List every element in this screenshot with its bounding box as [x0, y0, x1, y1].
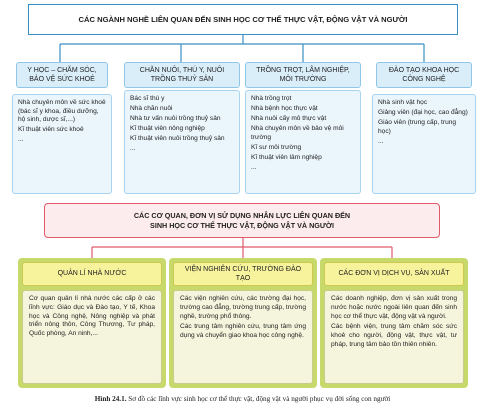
list-item: Nhà chuyên môn về bảo vệ môi trường: [251, 125, 344, 141]
figure-caption-label: Hình 24.1.: [94, 395, 127, 403]
list-item: Các viện nghiên cứu, các trường đại học,…: [180, 295, 306, 320]
list-item: Nhà chăn nuôi: [130, 105, 173, 113]
list-item: Kĩ thuật viên sức khoẻ: [18, 126, 84, 134]
category-livestock-list: Bác sĩ thú y Nhà chăn nuôi Nhà tư vấn nu…: [124, 90, 240, 194]
org-research-title: VIỆN NGHIÊN CỨU, TRƯỜNG ĐÀO TẠO: [173, 262, 313, 286]
category-cultivation-list: Nhà trồng trọt Nhà bệnh học thực vật Nhà…: [245, 90, 361, 194]
category-education-title: ĐÀO TẠO KHOA HỌC CÔNG NGHỆ: [376, 62, 472, 88]
list-item: Các doanh nghiệp, đơn vị sản xuất trong …: [331, 295, 457, 320]
list-item: Kĩ thuật viên nuôi trồng thuỷ sản: [130, 135, 225, 143]
list-item: Các bệnh viện, trung tâm chăm sóc sức kh…: [331, 323, 457, 348]
list-item: Các trung tâm nghiên cứu, trung tâm ứng …: [180, 323, 306, 340]
list-item: Nhà sinh vật học: [378, 99, 428, 106]
list-item: Kĩ thuật viên lâm nghiệp: [251, 154, 322, 162]
figure-caption-text: Sơ đồ các lĩnh vực sinh học cơ thể thực …: [128, 395, 391, 403]
list-item: ...: [378, 137, 384, 145]
list-item: Bác sĩ thú y: [130, 95, 165, 102]
category-medicine-list: Nhà chuyên môn về sức khoẻ (bác sĩ y kho…: [12, 94, 112, 194]
secondary-header-line-2: SINH HỌC CƠ THỂ THỰC VẬT, ĐỘNG VẬT VÀ NG…: [150, 220, 334, 230]
list-item: ...: [130, 145, 136, 153]
list-item: Nhà chuyên môn về sức khoẻ (bác sĩ y kho…: [18, 99, 106, 124]
list-item: Giảng viên (đại học, cao đẳng): [378, 109, 468, 117]
org-services-list: Các doanh nghiệp, đơn vị sản xuất trong …: [324, 290, 464, 384]
list-item: Nhà bệnh học thực vật: [251, 105, 318, 113]
category-education-list: Nhà sinh vật học Giảng viên (đại học, ca…: [372, 94, 476, 194]
org-state-list: Cơ quan quản lí nhà nước các cấp ở các l…: [22, 290, 162, 384]
list-item: Nhà trồng trọt: [251, 95, 292, 102]
list-item: Nhà nuôi cấy mô thực vật: [251, 115, 327, 123]
org-state-title: QUẢN LÍ NHÀ NƯỚC: [22, 262, 162, 286]
list-item: Giáo viên (trung cấp, trung học): [378, 119, 457, 135]
list-item: Kĩ sư môi trường: [251, 143, 302, 151]
secondary-header-line-1: CÁC CƠ QUAN, ĐƠN VỊ SỬ DỤNG NHÂN LỰC LIÊ…: [133, 210, 351, 220]
category-cultivation-title: TRỒNG TRỌT, LÂM NGHIỆP, MÔI TRƯỜNG: [245, 62, 361, 88]
org-services-title: CÁC ĐƠN VỊ DỊCH VỤ, SẢN XUẤT: [324, 262, 464, 286]
list-item: ...: [251, 164, 257, 172]
org-research-list: Các viện nghiên cứu, các trường đại học,…: [173, 290, 313, 384]
list-item: ...: [18, 136, 24, 144]
list-item: Cơ quan quản lí nhà nước các cấp ở các l…: [29, 295, 155, 338]
figure-caption: Hình 24.1. Sơ đồ các lĩnh vực sinh học c…: [0, 395, 485, 403]
list-item: Nhà tư vấn nuôi trồng thuỷ sản: [130, 115, 221, 123]
diagram-main-header: CÁC NGÀNH NGHỀ LIÊN QUAN ĐẾN SINH HỌC CƠ…: [28, 4, 458, 35]
list-item: Kĩ thuật viên nông nghiệp: [130, 125, 205, 133]
category-medicine-title: Y HỌC – CHĂM SÓC, BẢO VỆ SỨC KHOẺ: [16, 62, 108, 88]
diagram-secondary-header: CÁC CƠ QUAN, ĐƠN VỊ SỬ DỤNG NHÂN LỰC LIÊ…: [44, 203, 440, 238]
category-livestock-title: CHĂN NUÔI, THÚ Y, NUÔI TRỒNG THUỶ SẢN: [124, 62, 240, 88]
